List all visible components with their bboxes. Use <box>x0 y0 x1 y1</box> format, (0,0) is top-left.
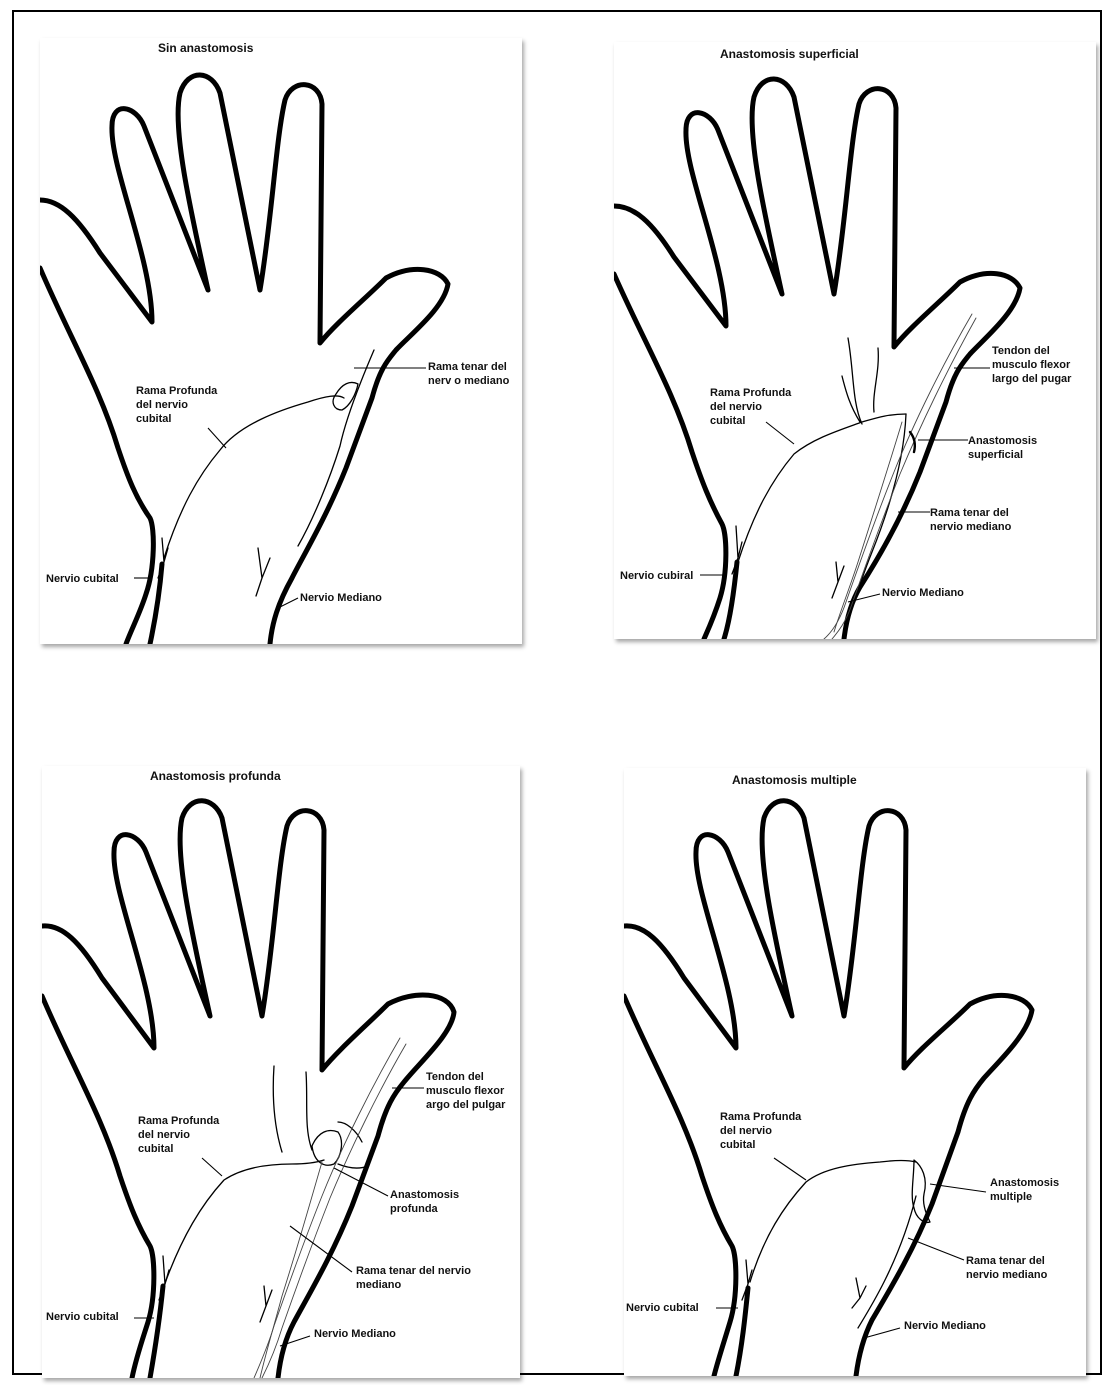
label-nervio-mediano: Nervio Mediano <box>904 1319 986 1333</box>
label-nervio-mediano: Nervio Mediano <box>300 591 382 605</box>
panel-title: Anastomosis multiple <box>732 773 857 787</box>
label-nervio-mediano: Nervio Mediano <box>314 1327 396 1341</box>
hand-diagram-anastomosis-multiple <box>624 768 1086 1376</box>
panel-title: Sin anastomosis <box>158 41 253 55</box>
label-nervio-cubital: Nervio cubiral <box>620 569 693 583</box>
panel-title: Anastomosis superficial <box>720 47 859 61</box>
label-nervio-cubital: Nervio cubital <box>46 1310 119 1324</box>
panel-title: Anastomosis profunda <box>150 769 281 783</box>
hand-diagram-anastomosis-superficial <box>614 42 1096 639</box>
label-nervio-mediano: Nervio Mediano <box>882 586 964 600</box>
label-nervio-cubital: Nervio cubital <box>626 1301 699 1315</box>
label-nervio-cubital: Nervio cubital <box>46 572 119 586</box>
hand-diagram-sin-anastomosis <box>40 38 522 644</box>
